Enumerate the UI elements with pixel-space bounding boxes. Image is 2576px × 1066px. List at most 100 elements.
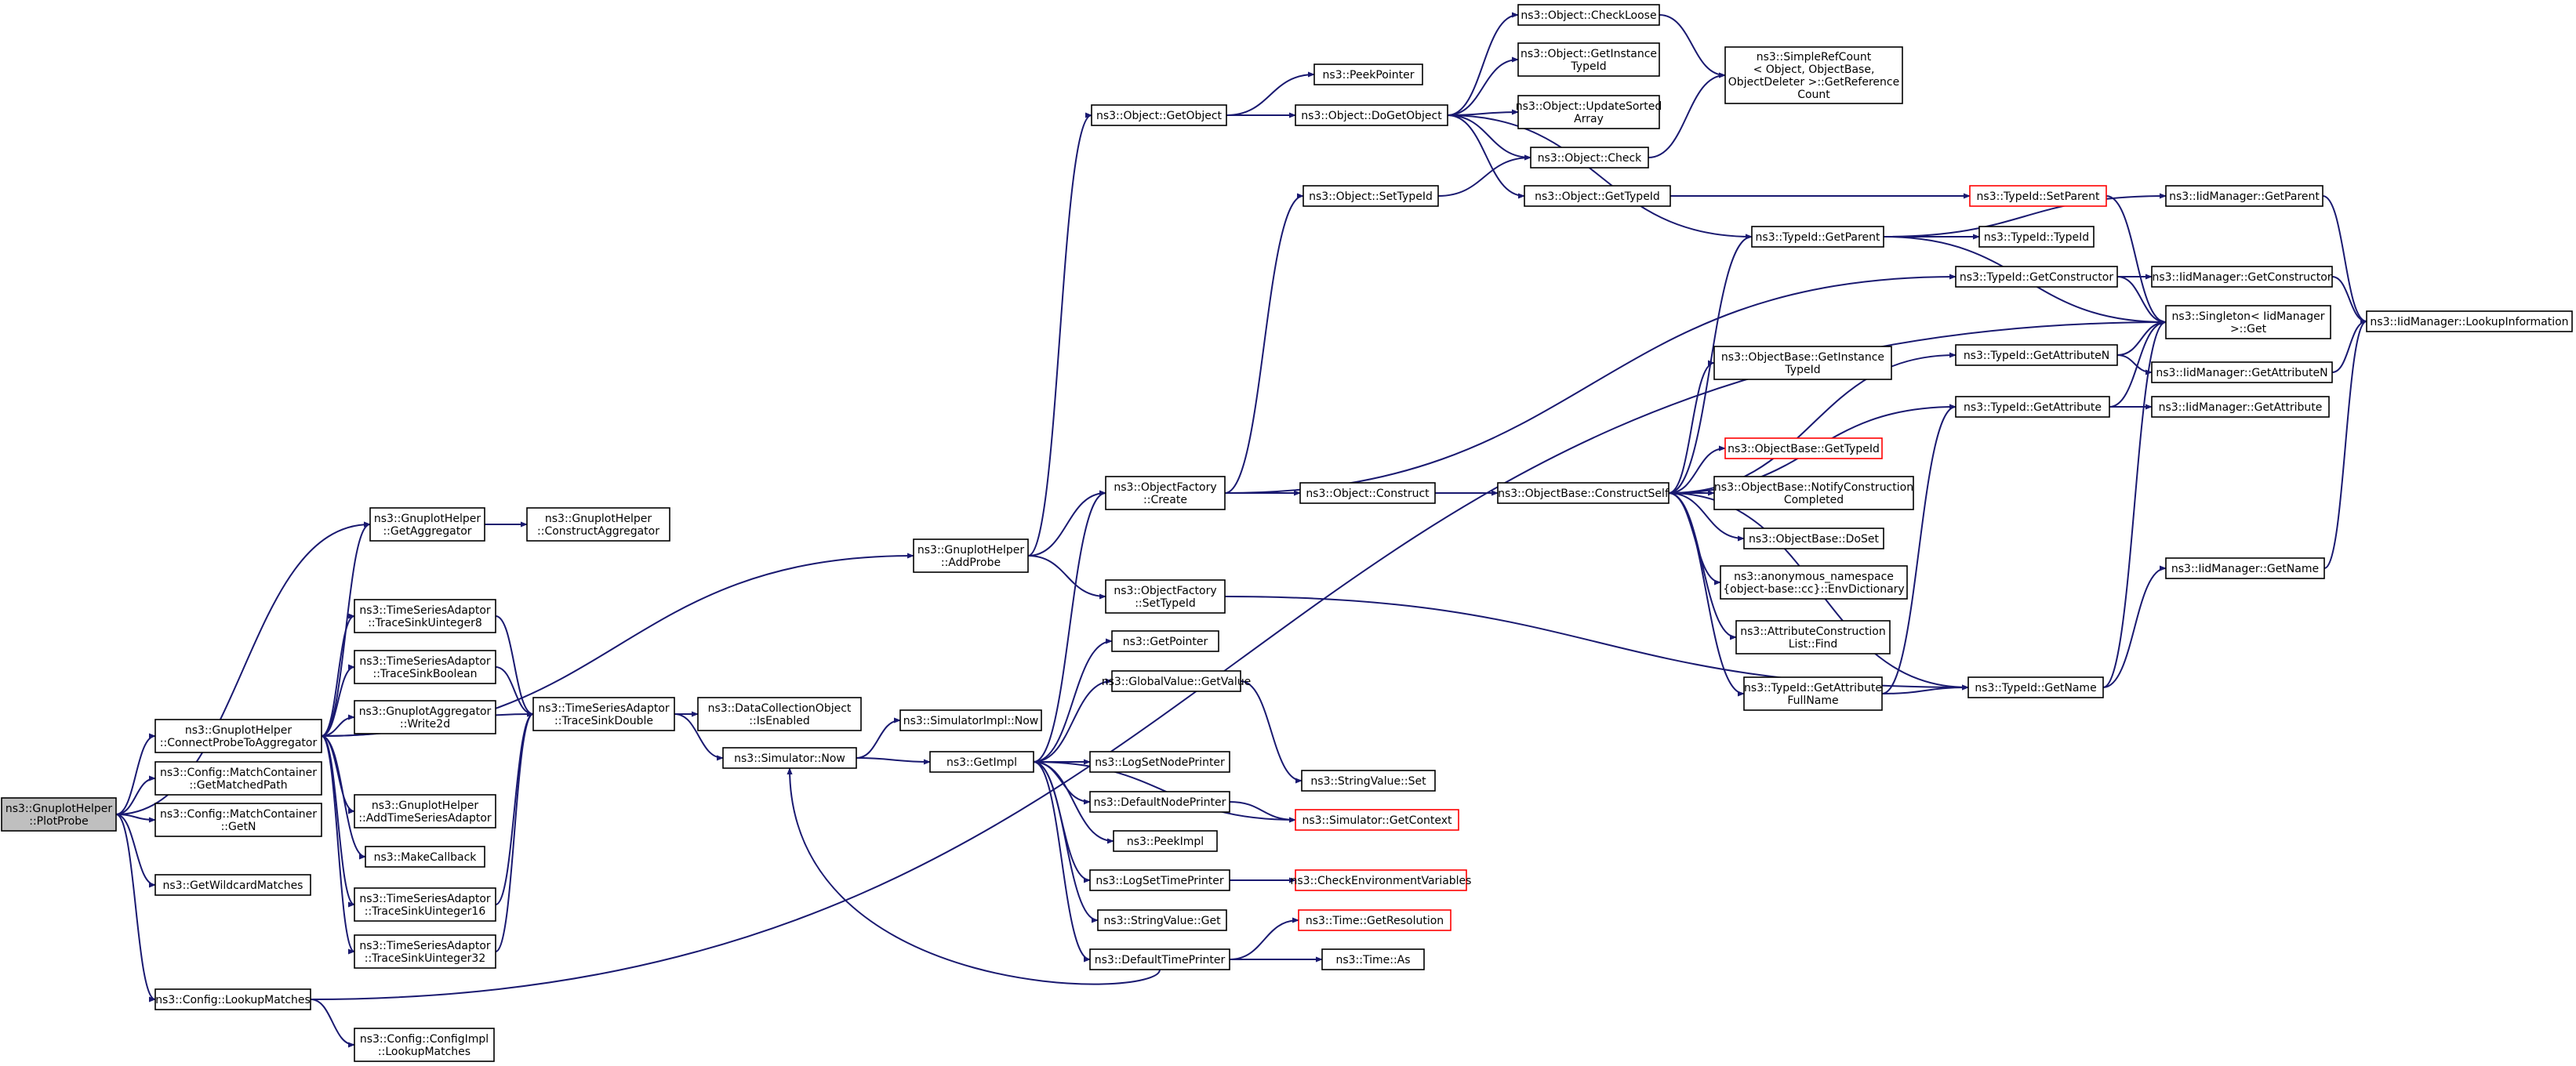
node-sinkbool[interactable]: ns3::TimeSeriesAdaptor::TraceSinkBoolean <box>354 650 496 684</box>
node-timeas[interactable]: ns3::Time::As <box>1321 948 1425 970</box>
node-defaulttimeprinter[interactable]: ns3::DefaultTimePrinter <box>1089 948 1230 970</box>
node-box <box>1089 791 1230 813</box>
node-objcheck[interactable]: ns3::Object::Check <box>1530 147 1649 169</box>
node-getn[interactable]: ns3::Config::MatchContainer::GetN <box>154 803 322 837</box>
node-getaggregator[interactable]: ns3::GnuplotHelper::GetAggregator <box>369 507 485 542</box>
node-box <box>697 697 862 731</box>
edge-plotprobe-to-getaggregator <box>115 521 371 815</box>
node-label-line: ns3::ObjectBase::GetInstance <box>1721 351 1884 364</box>
node-label-line: ns3::ObjectFactory <box>1114 481 1216 494</box>
node-sinkuint8[interactable]: ns3::TimeSeriesAdaptor::TraceSinkUintege… <box>354 599 496 633</box>
edge-typeidgetattribute-to-singletonget <box>2109 319 2167 408</box>
node-label-line: ns3::IidManager::GetAttribute <box>2159 401 2323 414</box>
node-box <box>1295 869 1467 891</box>
edge-iidgetname-to-lookupinformation <box>2323 318 2367 569</box>
edge-getattributefullname-to-typeidgetname <box>1881 684 1969 694</box>
node-constructaggregator[interactable]: ns3::GnuplotHelper::ConstructAggregator <box>526 507 670 542</box>
node-plotprobe[interactable]: ns3::GnuplotHelper::PlotProbe <box>1 797 117 832</box>
node-iidgetname[interactable]: ns3::IidManager::GetName <box>2165 557 2325 579</box>
node-sinkuint32[interactable]: ns3::TimeSeriesAdaptor::TraceSinkUintege… <box>354 934 496 969</box>
node-getcontext[interactable]: ns3::Simulator::GetContext <box>1295 809 1459 831</box>
node-typeidgetattribute[interactable]: ns3::TypeId::GetAttribute <box>1955 396 2110 418</box>
node-write2d[interactable]: ns3::GnuplotAggregator::Write2d <box>354 700 496 734</box>
node-dogetobject[interactable]: ns3::Object::DoGetObject <box>1295 104 1448 126</box>
node-singletonget[interactable]: ns3::Singleton< IidManager>::Get <box>2165 305 2331 339</box>
node-stringvalueget[interactable]: ns3::StringValue::Get <box>1097 909 1227 931</box>
edge-plotprobe-to-getwildcard <box>115 814 156 888</box>
node-getpointer[interactable]: ns3::GetPointer <box>1111 630 1219 652</box>
node-lookupmatches[interactable]: ns3::Config::LookupMatches <box>154 988 311 1010</box>
node-label-line: ns3::AttributeConstruction <box>1740 625 1885 638</box>
node-box <box>1303 185 1439 207</box>
node-isenabled[interactable]: ns3::DataCollectionObject::IsEnabled <box>697 697 862 731</box>
node-makecallback[interactable]: ns3::MakeCallback <box>365 846 485 868</box>
edge-defaulttimeprinter-to-simnow <box>787 767 1161 985</box>
node-iidgetattribute[interactable]: ns3::IidManager::GetAttribute <box>2151 396 2330 418</box>
edge-lookupmatches-to-singletonget <box>310 319 2167 1000</box>
node-box <box>354 700 496 734</box>
node-iidgetparent[interactable]: ns3::IidManager::GetParent <box>2165 185 2323 207</box>
node-iidgetattributen[interactable]: ns3::IidManager::GetAttributeN <box>2151 361 2333 383</box>
node-label-line: Array <box>1574 113 1604 125</box>
node-typeidgetattributen[interactable]: ns3::TypeId::GetAttributeN <box>1955 344 2118 366</box>
node-iidgetconstructor[interactable]: ns3::IidManager::GetConstructor <box>2151 266 2333 288</box>
node-objgettypeid[interactable]: ns3::Object::GetTypeId <box>1524 185 1671 207</box>
node-label-line: ns3::GnuplotHelper <box>374 513 481 525</box>
node-objbasegettypeid[interactable]: ns3::ObjectBase::GetTypeId <box>1724 437 1883 459</box>
edge-dogetobject-to-typeidgetparent <box>1447 114 1753 240</box>
edge-sinkdouble-to-simnow <box>674 713 724 761</box>
edge-dogetobject-to-objgettypeid <box>1447 114 1525 199</box>
node-box <box>1301 770 1436 792</box>
node-peekimpl[interactable]: ns3::PeekImpl <box>1113 830 1218 852</box>
node-box <box>1751 226 1884 248</box>
node-checkloose[interactable]: ns3::Object::CheckLoose <box>1517 4 1660 26</box>
node-typeidgetname[interactable]: ns3::TypeId::GetName <box>1967 676 2104 698</box>
node-defaultnodeprinter[interactable]: ns3::DefaultNodePrinter <box>1089 791 1230 813</box>
node-globalgetvalue[interactable]: ns3::GlobalValue::GetValue <box>1102 670 1251 692</box>
node-getmatchedpath[interactable]: ns3::Config::MatchContainer::GetMatchedP… <box>154 761 322 796</box>
node-typeidtypeid[interactable]: ns3::TypeId::TypeId <box>1978 226 2095 248</box>
node-sinkuint16[interactable]: ns3::TimeSeriesAdaptor::TraceSinkUintege… <box>354 887 496 922</box>
node-typeidgetparent[interactable]: ns3::TypeId::GetParent <box>1751 226 1884 248</box>
node-factorysettypeid[interactable]: ns3::ObjectFactory::SetTypeId <box>1105 579 1226 614</box>
node-label-line: ns3::TypeId::GetName <box>1975 682 2096 694</box>
node-notifyconstruction[interactable]: ns3::ObjectBase::NotifyConstructionCompl… <box>1713 476 1914 510</box>
node-constructself[interactable]: ns3::ObjectBase::ConstructSelf <box>1497 482 1669 504</box>
node-simnow[interactable]: ns3::Simulator::Now <box>722 747 857 769</box>
node-factorycreate[interactable]: ns3::ObjectFactory::Create <box>1105 476 1226 510</box>
node-stringvalueset[interactable]: ns3::StringValue::Set <box>1301 770 1436 792</box>
node-simplerefcount[interactable]: ns3::SimpleRefCount< Object, ObjectBase,… <box>1724 46 1903 104</box>
node-peekpointer[interactable]: ns3::PeekPointer <box>1313 63 1423 85</box>
node-typeidgetconstructor[interactable]: ns3::TypeId::GetConstructor <box>1955 266 2118 288</box>
node-settypeid[interactable]: ns3::Object::SetTypeId <box>1303 185 1439 207</box>
node-label-line: ns3::Object::SetTypeId <box>1309 190 1433 203</box>
node-label-line: ns3::IidManager::GetAttributeN <box>2156 367 2327 379</box>
node-addprobe[interactable]: ns3::GnuplotHelper::AddProbe <box>913 538 1029 573</box>
node-doset[interactable]: ns3::ObjectBase::DoSet <box>1743 528 1884 549</box>
node-simimplnow[interactable]: ns3::SimulatorImpl::Now <box>899 709 1042 731</box>
node-box <box>1517 4 1660 26</box>
node-checkenv[interactable]: ns3::CheckEnvironmentVariables <box>1291 869 1472 891</box>
node-logsettimeprinter[interactable]: ns3::LogSetTimePrinter <box>1089 869 1230 891</box>
node-envdictionary[interactable]: ns3::anonymous_namespace{object-base::cc… <box>1720 565 1908 600</box>
node-lookupinformation[interactable]: ns3::IidManager::LookupInformation <box>2366 310 2573 332</box>
node-box <box>354 934 496 969</box>
node-typeidsetparent[interactable]: ns3::TypeId::SetParent <box>1969 185 2107 207</box>
node-objconstruct[interactable]: ns3::Object::Construct <box>1299 482 1436 504</box>
node-sinkdouble[interactable]: ns3::TimeSeriesAdaptor::TraceSinkDouble <box>532 697 675 731</box>
node-logsetnodeprinter[interactable]: ns3::LogSetNodePrinter <box>1089 751 1230 773</box>
node-getwildcard[interactable]: ns3::GetWildcardMatches <box>154 874 311 896</box>
node-label-line: ::TraceSinkUinteger8 <box>368 617 482 629</box>
node-addtimeseries[interactable]: ns3::GnuplotHelper::AddTimeSeriesAdaptor <box>354 794 496 829</box>
node-label-line: ns3::Object::Construct <box>1306 488 1430 500</box>
node-configimpl[interactable]: ns3::Config::ConfigImpl::LookupMatches <box>354 1028 495 1062</box>
node-connectprobe[interactable]: ns3::GnuplotHelper::ConnectProbeToAggreg… <box>154 719 322 753</box>
node-getimpl[interactable]: ns3::GetImpl <box>929 751 1034 773</box>
node-getresolution[interactable]: ns3::Time::GetResolution <box>1298 909 1451 931</box>
node-getobject[interactable]: ns3::Object::GetObject <box>1091 104 1227 126</box>
